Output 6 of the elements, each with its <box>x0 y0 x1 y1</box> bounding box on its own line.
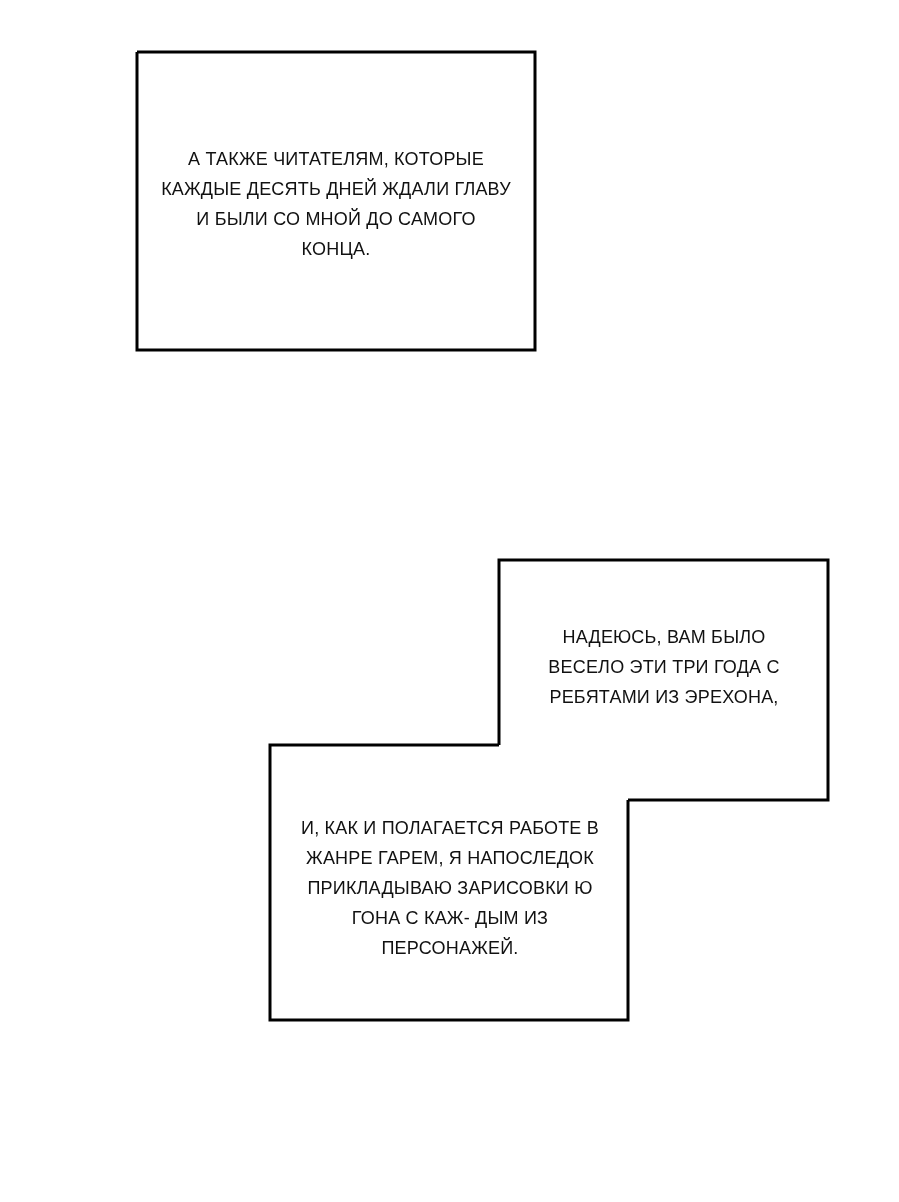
caption-text: И, КАК И ПОЛАГАЕТСЯ РАБОТЕ В ЖАНРЕ ГАРЕМ, Я НАПОСЛЕДОК ПРИКЛАДЫВАЮ ЗАРИСОВКИ Ю ГОНА С КАЖ- ДЫМ ИЗ ПЕРСОНАЖЕЙ. <box>300 817 600 960</box>
caption-text: НАДЕЮСЬ, ВАМ БЫЛО ВЕСЕЛО ЭТИ ТРИ ГОДА С РЕБЯТАМИ ИЗ ЭРЕХОНА, <box>547 626 781 709</box>
caption-box <box>499 560 828 800</box>
caption-box <box>270 745 628 1020</box>
caption-text: А ТАКЖЕ ЧИТАТЕЛЯМ, КОТОРЫЕ КАЖДЫЕ ДЕСЯТЬ ДНЕЙ ЖДАЛИ ГЛАВУ И БЫЛИ СО МНОЙ ДО САМОГО КОНЦА. <box>161 148 511 261</box>
caption-box <box>137 52 535 350</box>
